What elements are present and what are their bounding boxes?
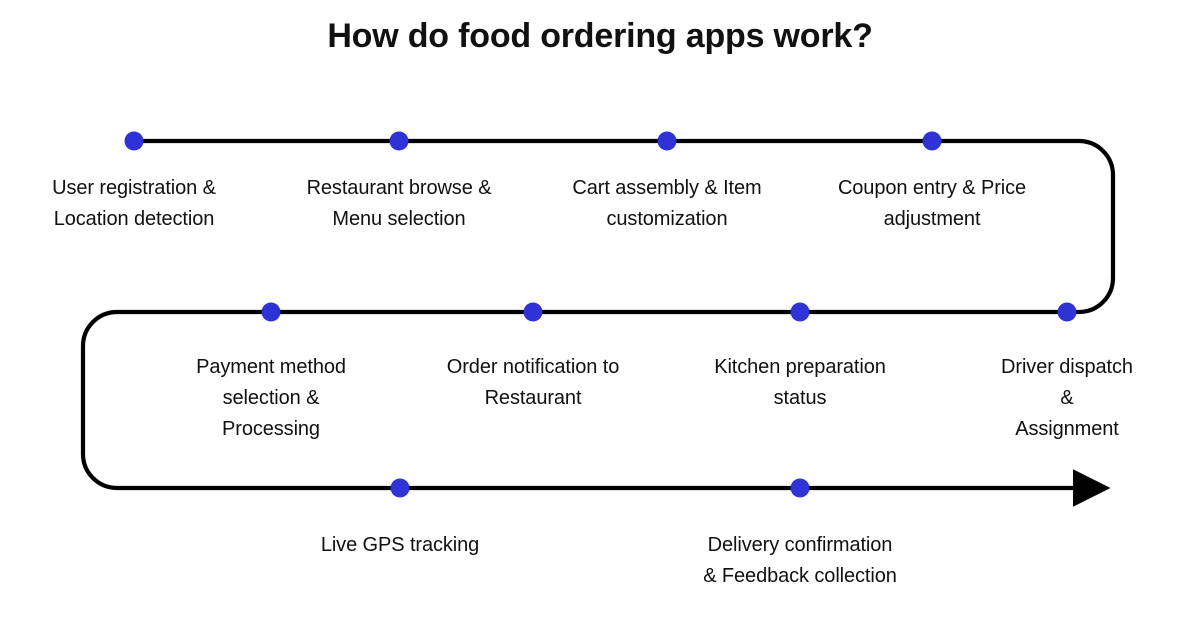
step-label-8: Driver dispatch & Assignment <box>1001 356 1133 440</box>
step-dot-5[interactable] <box>261 302 281 322</box>
step-dot-3[interactable] <box>657 131 677 151</box>
step-dot-6[interactable] <box>523 302 543 322</box>
step-dot-8[interactable] <box>1057 302 1077 322</box>
step-label-3: Cart assembly & Item customization <box>572 177 762 230</box>
page-title: How do food ordering apps work? <box>327 17 873 55</box>
step-label-5: Payment method selection & Processing <box>196 356 346 440</box>
step-label-9: Live GPS tracking <box>320 534 480 556</box>
step-dot-7[interactable] <box>790 302 810 322</box>
step-label-10: Delivery confirmation & Feedback collect… <box>703 534 897 587</box>
step-dot-2[interactable] <box>389 131 409 151</box>
step-dot-10[interactable] <box>790 478 810 498</box>
step-label-2: Restaurant browse & Menu selection <box>306 177 492 230</box>
step-label-1: User registration & Location detection <box>52 177 216 230</box>
step-dot-1[interactable] <box>124 131 144 151</box>
step-label-4: Coupon entry & Price adjustment <box>837 177 1027 230</box>
step-dot-9[interactable] <box>390 478 410 498</box>
step-dot-4[interactable] <box>922 131 942 151</box>
step-label-6: Order notification to Restaurant <box>446 356 620 409</box>
step-label-7: Kitchen preparation status <box>714 356 886 409</box>
flow-path <box>80 138 1116 507</box>
